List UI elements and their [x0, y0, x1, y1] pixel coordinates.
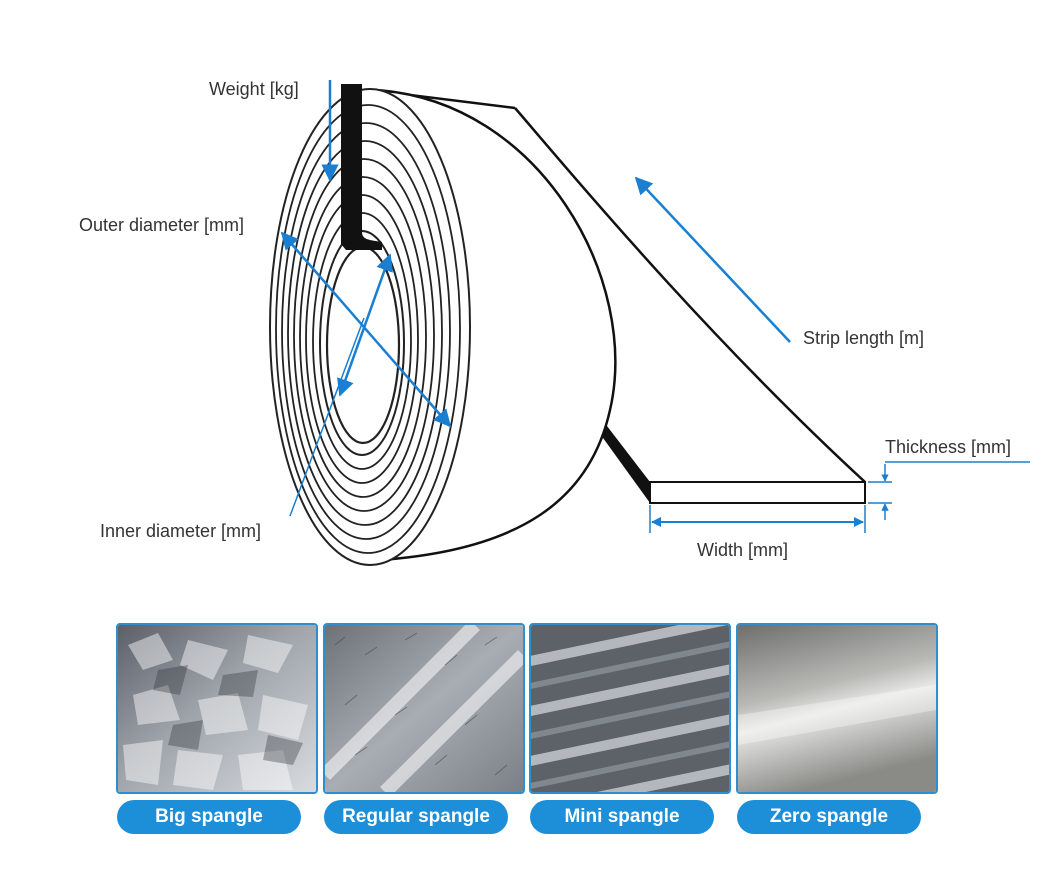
weight-label: Weight [kg] — [209, 79, 299, 99]
zero-spangle-label: Zero spangle — [737, 800, 921, 834]
big-spangle-label: Big spangle — [117, 800, 301, 834]
coil-body — [269, 84, 617, 566]
thickness-label: Thickness [mm] — [885, 437, 1011, 457]
regular-spangle-image — [323, 623, 525, 794]
inner-diameter-leader — [289, 317, 365, 517]
zero-spangle-image — [736, 623, 938, 794]
steel-coil-diagram: Weight [kg] Outer diameter [mm] Inner di… — [79, 79, 1030, 566]
outer-diameter-label: Outer diameter [mm] — [79, 215, 244, 235]
big-spangle-image — [116, 623, 318, 794]
inner-diameter-arrow — [337, 253, 393, 397]
mini-spangle-label: Mini spangle — [530, 800, 714, 834]
dimension-arrows — [280, 80, 1030, 533]
strip-length-label: Strip length [m] — [803, 328, 924, 348]
mini-spangle-image — [529, 623, 731, 794]
spangle-samples: Big spangle — [0, 618, 1060, 868]
width-label: Width [mm] — [697, 540, 788, 560]
regular-spangle-label: Regular spangle — [324, 800, 508, 834]
strip-length-arrow — [634, 176, 791, 343]
inner-diameter-label: Inner diameter [mm] — [100, 521, 261, 541]
